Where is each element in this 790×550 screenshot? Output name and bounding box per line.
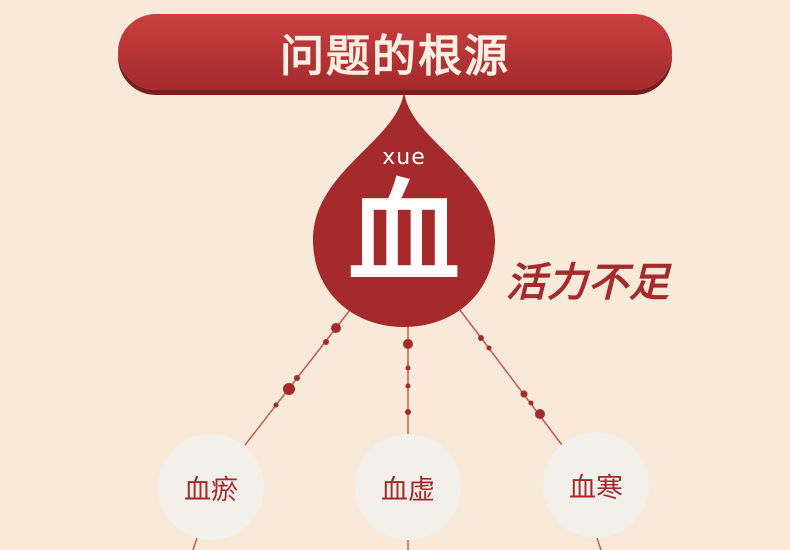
node-blood-cold: 血寒	[543, 432, 649, 538]
pinyin-label: xue	[382, 145, 426, 170]
title-banner: 问题的根源	[118, 14, 672, 90]
blood-drop-shape	[313, 90, 495, 327]
node-label: 血寒	[569, 472, 623, 504]
node-blood-deficiency: 血虚	[355, 434, 461, 540]
stub-right	[596, 537, 602, 550]
side-label: 活力不足	[506, 259, 670, 306]
connector-right	[459, 309, 563, 446]
connector-dot	[478, 335, 484, 341]
connector-dot	[403, 339, 413, 349]
banner-title: 问题的根源	[280, 31, 510, 82]
stub-left	[192, 537, 198, 550]
connector-dot	[405, 365, 411, 371]
connector-dot	[323, 339, 329, 345]
connector-dot	[486, 345, 492, 351]
connector-dot	[294, 375, 300, 381]
connector-dot	[528, 400, 534, 406]
node-label: 血瘀	[184, 474, 238, 506]
connector-dot	[405, 409, 411, 415]
connector-dot	[405, 383, 411, 389]
node-blood-stasis: 血瘀	[158, 434, 264, 540]
connector-dot	[535, 409, 545, 419]
connector-dot	[273, 402, 279, 408]
connector-dot	[283, 383, 295, 395]
blood-character: 血	[348, 168, 460, 299]
connector-dot	[520, 390, 528, 398]
node-label: 血虚	[381, 474, 435, 506]
connector-dot	[331, 323, 341, 333]
